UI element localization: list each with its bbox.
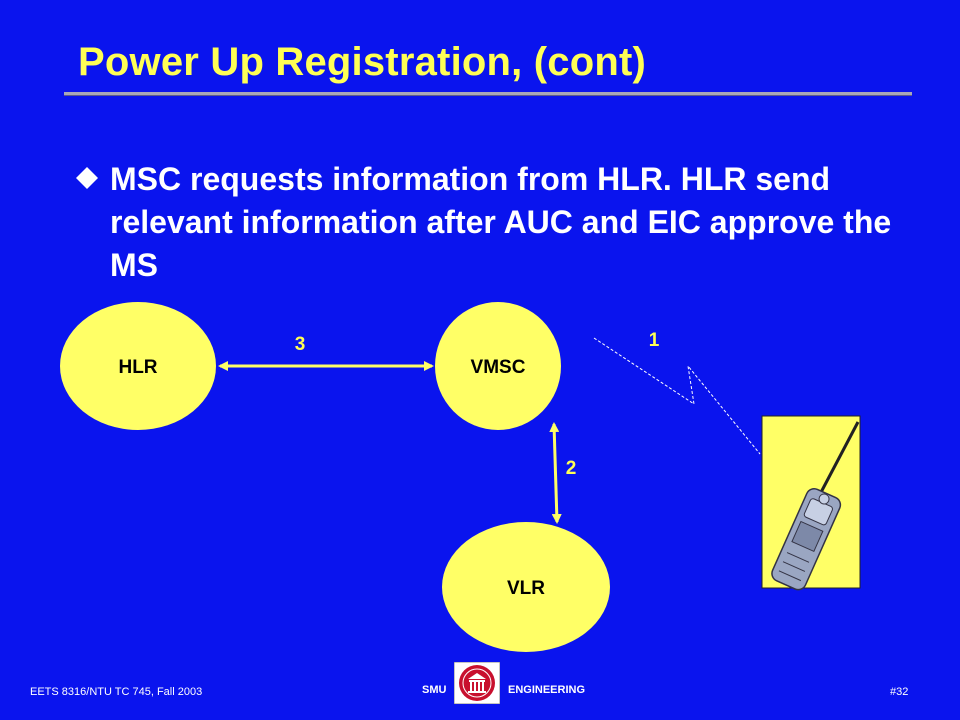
edge-label-3: 3: [295, 334, 306, 355]
footer-page-number: #32: [890, 686, 909, 698]
mobile-phone-icon: [761, 415, 861, 591]
footer-engineering-label: ENGINEERING: [508, 684, 586, 696]
edge-vmsc-vlr: [549, 422, 562, 524]
bullet-item: MSC requests information from HLR. HLR s…: [76, 158, 896, 287]
hlr-node: HLR: [60, 302, 216, 430]
vlr-node: VLR: [442, 522, 610, 652]
vlr-label: VLR: [507, 578, 545, 599]
hlr-label: HLR: [118, 357, 157, 378]
bullet-text: MSC requests information from HLR. HLR s…: [110, 161, 892, 283]
page-title: Power Up Registration, (cont): [78, 40, 647, 84]
edge-label-2: 2: [566, 458, 577, 479]
footer-course-label: EETS 8316/NTU TC 745, Fall 2003: [30, 686, 203, 698]
diamond-bullet-icon: [76, 167, 98, 189]
footer-branding: SMU ENGINEERING: [422, 658, 622, 708]
footer-smu-label: SMU: [422, 684, 447, 696]
radio-link: [593, 337, 761, 455]
smu-seal-icon: [454, 662, 500, 704]
title-divider: [64, 92, 912, 96]
vmsc-node: VMSC: [435, 302, 561, 430]
vmsc-label: VMSC: [471, 357, 526, 378]
edge-label-1: 1: [649, 330, 660, 351]
